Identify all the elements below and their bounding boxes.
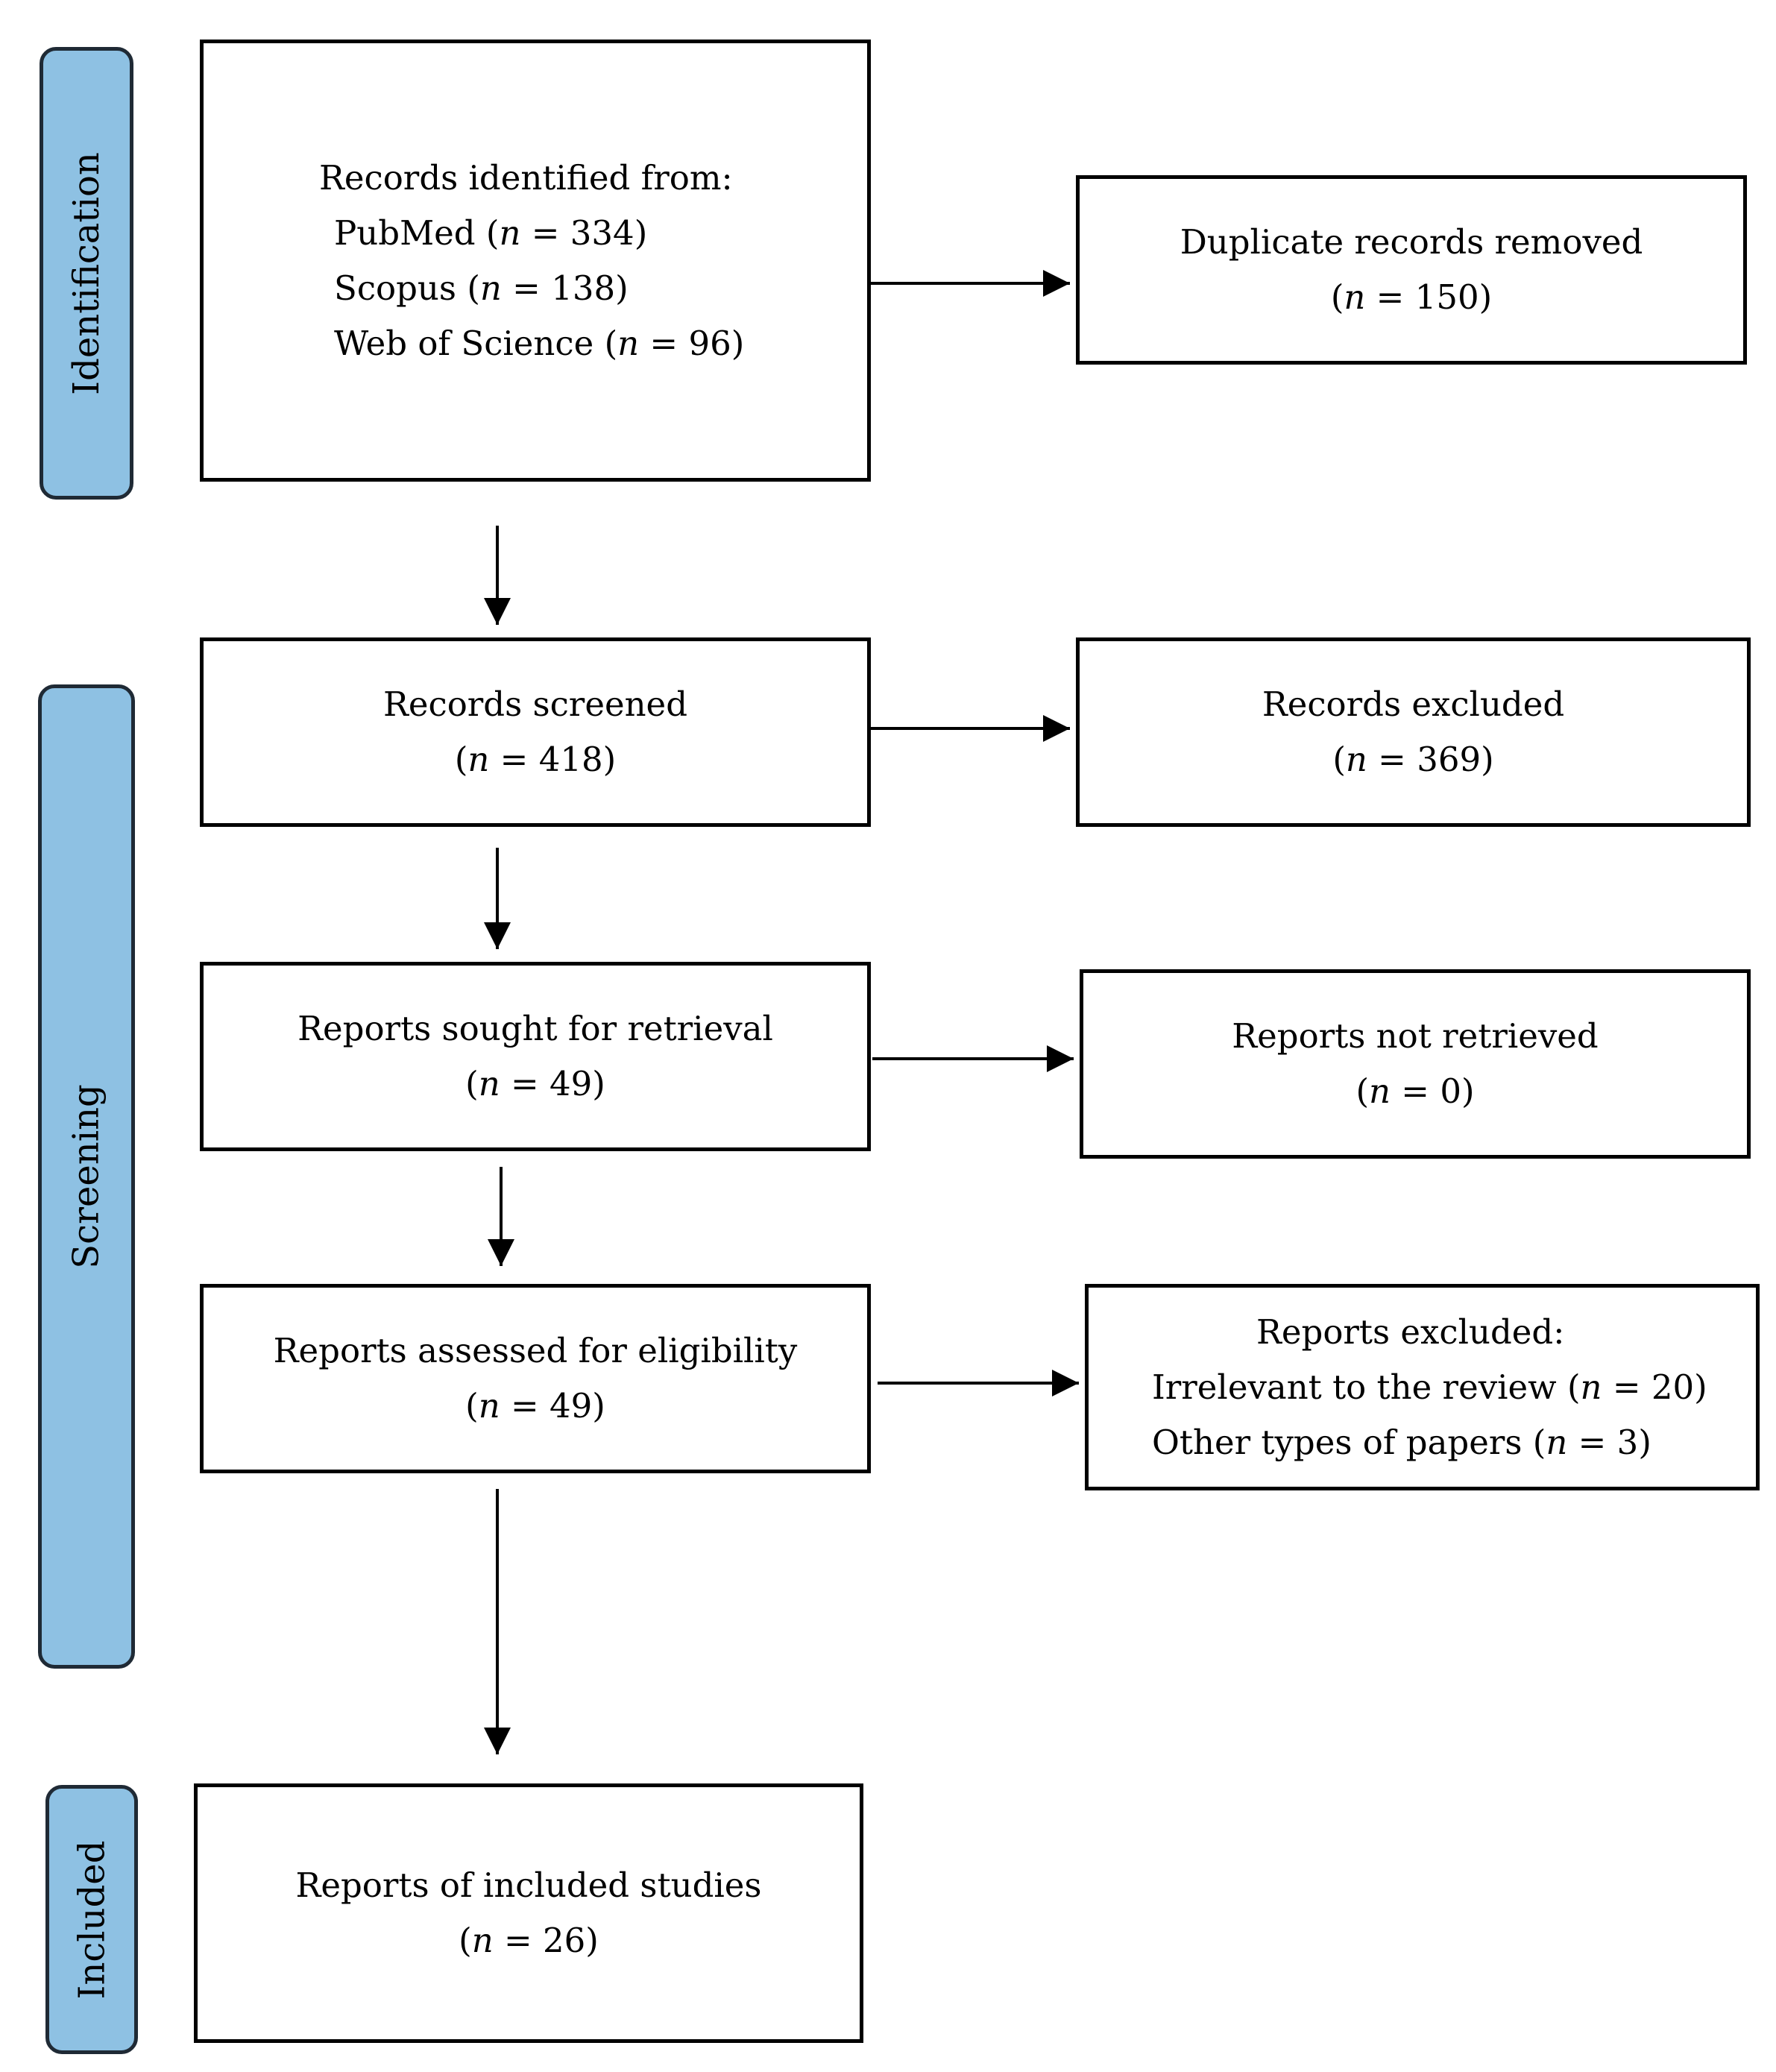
phase-screening: Screening — [38, 684, 135, 1669]
included-count: (n = 26) — [459, 1921, 599, 1960]
box-included-studies: Reports of included studies (n = 26) — [194, 1783, 863, 2043]
duplicates-title: Duplicate records removed — [1180, 222, 1643, 262]
assessed-count: (n = 49) — [465, 1386, 605, 1426]
sought-title: Reports sought for retrieval — [297, 1009, 773, 1048]
reason-irrelevant: Irrelevant to the review (n = 20) — [1152, 1367, 1707, 1407]
screened-title: Records screened — [382, 684, 687, 724]
records-excluded-title: Records excluded — [1262, 684, 1565, 724]
box-records-excluded: Records excluded (n = 369) — [1076, 637, 1751, 827]
box-duplicates-removed: Duplicate records removed (n = 150) — [1076, 175, 1747, 365]
source-web-of-science: Web of Science (n = 96) — [334, 323, 745, 363]
sought-count: (n = 49) — [465, 1064, 605, 1103]
assessed-title: Reports assessed for eligibility — [273, 1331, 798, 1370]
source-scopus: Scopus (n = 138) — [334, 268, 629, 308]
box-records-identified: Records identified from: PubMed (n = 334… — [200, 40, 871, 482]
box-reports-assessed: Reports assessed for eligibility (n = 49… — [200, 1284, 871, 1473]
phase-included: Included — [45, 1785, 138, 2054]
records-excluded-count: (n = 369) — [1332, 740, 1494, 779]
not-retrieved-title: Reports not retrieved — [1232, 1016, 1599, 1056]
screened-count: (n = 418) — [454, 740, 617, 779]
source-pubmed: PubMed (n = 334) — [334, 212, 648, 253]
box-reports-not-retrieved: Reports not retrieved (n = 0) — [1080, 969, 1751, 1159]
included-title: Reports of included studies — [295, 1865, 762, 1905]
box-records-screened: Records screened (n = 418) — [200, 637, 871, 827]
box-reports-sought: Reports sought for retrieval (n = 49) — [200, 962, 871, 1151]
box-reports-excluded: Reports excluded: Irrelevant to the revi… — [1085, 1284, 1760, 1490]
records-identified-heading: Records identified from: — [319, 157, 733, 198]
reports-excluded-heading: Reports excluded: — [1256, 1311, 1565, 1352]
duplicates-count: (n = 150) — [1330, 277, 1493, 317]
phase-identification: Identification — [40, 47, 133, 500]
not-retrieved-count: (n = 0) — [1355, 1071, 1475, 1111]
reason-other-papers: Other types of papers (n = 3) — [1152, 1422, 1651, 1462]
